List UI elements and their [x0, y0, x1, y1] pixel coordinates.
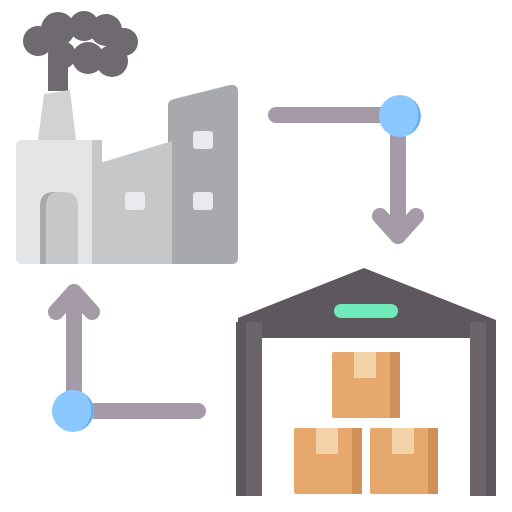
warehouse-roof [238, 268, 496, 338]
cardboard-box-icon [332, 352, 400, 418]
factory-icon [16, 84, 238, 264]
cardboard-box-icon [370, 428, 438, 494]
cardboard-box-icon [294, 428, 362, 494]
route-node [52, 390, 94, 432]
arrow-left-up-icon [48, 284, 206, 432]
factory-tower [168, 84, 238, 264]
route-node [379, 95, 421, 137]
chimney [38, 90, 76, 140]
arrow-right-down-icon [268, 95, 424, 244]
warehouse-light [334, 304, 398, 318]
factory-door [40, 192, 78, 264]
smoke-icon [23, 11, 138, 91]
